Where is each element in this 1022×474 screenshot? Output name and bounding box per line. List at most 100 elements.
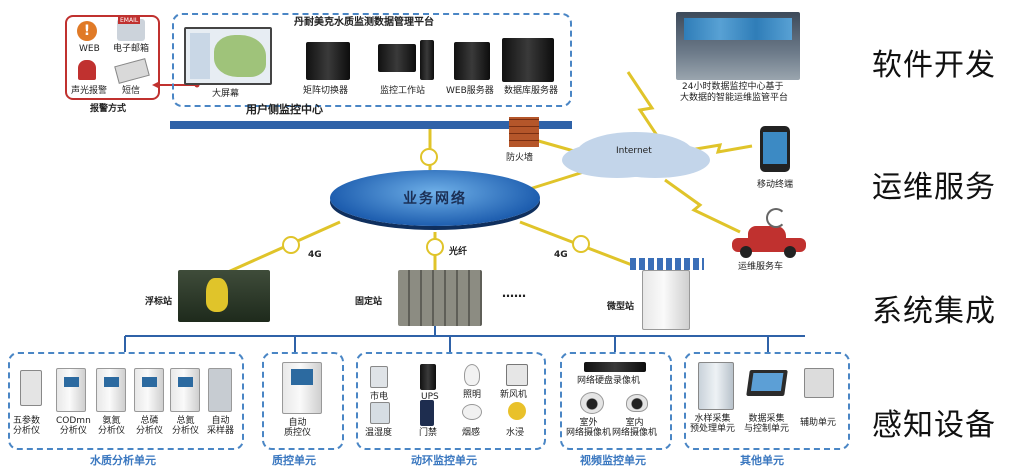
other-item-2: 辅助单元 xyxy=(800,418,837,428)
web-icon: ! xyxy=(77,21,97,41)
access-control-icon xyxy=(420,400,434,426)
user-center-bus xyxy=(170,121,572,129)
alarm-box xyxy=(65,15,160,100)
env-item-0: 市电 xyxy=(370,392,389,402)
service-car-icon xyxy=(732,226,806,258)
video-item-1: 室外 网络摄像机 xyxy=(566,418,612,438)
data-center-line1: 24小时数据监控中心基于 xyxy=(682,82,784,92)
firewall-label: 防火墙 xyxy=(506,153,534,163)
layer-label-sensing: 感知设备 xyxy=(872,408,996,443)
platform-device-label-3: WEB服务器 xyxy=(446,86,494,96)
data-acquisition-panel-icon xyxy=(746,370,788,396)
other-unit-title: 其他单元 xyxy=(740,454,784,467)
alarm-item-label-3: 短信 xyxy=(122,86,141,96)
env-item-7: 水浸 xyxy=(506,428,525,438)
auto-qc-instrument-icon xyxy=(282,362,322,414)
env-item-1: UPS xyxy=(421,392,439,402)
siren-icon xyxy=(78,60,96,80)
qc-item-0: 自动 质控仪 xyxy=(284,418,312,438)
smoke-detector-icon xyxy=(462,404,482,420)
user-center-label: 用户侧监控中心 xyxy=(246,103,323,116)
platform-device-label-2: 监控工作站 xyxy=(380,86,426,96)
link-label-right: 4G xyxy=(554,250,568,260)
outdoor-camera-icon xyxy=(580,392,604,414)
water-item-1: CODmn 分析仪 xyxy=(56,416,91,436)
other-unit-box xyxy=(684,352,850,450)
temp-humidity-sensor-icon xyxy=(370,402,390,424)
internet-label: Internet xyxy=(616,146,652,156)
link-icon-mid xyxy=(426,238,444,256)
station-label-buoy: 浮标站 xyxy=(145,297,173,307)
platform-title: 丹耐美克水质监测数据管理平台 xyxy=(294,17,434,28)
alarm-title: 报警方式 xyxy=(90,104,127,114)
env-unit-box xyxy=(356,352,546,450)
layer-label-operations: 运维服务 xyxy=(872,170,996,205)
env-item-6: 烟感 xyxy=(462,428,481,438)
video-unit-title: 视频监控单元 xyxy=(580,454,646,467)
auto-sampler-icon xyxy=(208,368,232,412)
mobile-phone-icon xyxy=(760,126,790,172)
satellite-dish-icon xyxy=(766,208,786,228)
alarm-item-label-0: WEB xyxy=(79,44,100,54)
workstation-monitor-icon xyxy=(378,44,416,72)
platform-box: 丹耐美克水质监测数据管理平台 xyxy=(172,13,572,107)
nvr-icon xyxy=(584,362,646,372)
alarm-item-label-1: 电子邮箱 xyxy=(113,44,150,54)
platform-device-label-0: 大屏幕 xyxy=(212,89,240,99)
alarm-item-label-2: 声光报警 xyxy=(71,86,108,96)
fixed-station-image xyxy=(398,270,482,326)
db-server-icon xyxy=(502,38,554,82)
station-label-micro: 微型站 xyxy=(607,302,635,312)
station-label-fixed: 固定站 xyxy=(355,297,383,307)
env-item-4: 温湿度 xyxy=(365,428,393,438)
network-label: 业务网络 xyxy=(403,191,467,207)
video-item-2: 室内 网络摄像机 xyxy=(612,418,658,438)
lightning-car xyxy=(664,178,741,234)
other-item-0: 水样采集 预处理单元 xyxy=(690,414,736,434)
total-nitrogen-analyzer-icon xyxy=(170,368,200,412)
lightning-mobile xyxy=(689,143,753,154)
water-item-5: 自动 采样器 xyxy=(207,416,235,436)
workstation-tower-icon xyxy=(420,40,434,80)
link-label-left: 4G xyxy=(308,250,322,260)
lightning-datacenter xyxy=(626,71,662,141)
fresh-air-fan-icon xyxy=(506,364,528,386)
total-phosphorus-analyzer-icon xyxy=(134,368,164,412)
water-unit-title: 水质分析单元 xyxy=(90,454,156,467)
lighting-bulb-icon xyxy=(464,364,480,386)
five-param-analyzer-icon xyxy=(20,370,42,406)
ammonia-analyzer-icon xyxy=(96,368,126,412)
firewall-icon xyxy=(509,117,539,147)
env-item-2: 照明 xyxy=(463,390,482,400)
ups-icon xyxy=(420,364,436,390)
data-center-image xyxy=(676,12,800,80)
link-icon-right xyxy=(572,235,590,253)
water-item-2: 氨氮 分析仪 xyxy=(98,416,126,436)
big-screen-icon xyxy=(184,27,272,85)
micro-station-awning xyxy=(630,258,704,270)
video-item-0: 网络硬盘录像机 xyxy=(577,376,641,386)
qc-unit-box xyxy=(262,352,344,450)
email-icon xyxy=(117,19,145,41)
auxiliary-unit-icon xyxy=(804,368,834,398)
link-icon-left xyxy=(282,236,300,254)
qc-unit-title: 质控单元 xyxy=(272,454,316,467)
indoor-camera-icon xyxy=(626,394,648,412)
station-dots: …… xyxy=(502,286,526,300)
layer-label-integration: 系统集成 xyxy=(872,294,996,329)
platform-device-label-1: 矩阵切换器 xyxy=(303,86,349,96)
matrix-switcher-icon xyxy=(306,42,350,80)
water-item-0: 五参数 分析仪 xyxy=(13,416,41,436)
codmn-analyzer-icon xyxy=(56,368,86,412)
link-label-mid: 光纤 xyxy=(449,247,468,257)
link-icon-top xyxy=(420,148,438,166)
water-sampling-unit-icon xyxy=(698,362,734,410)
business-network-disc: 业务网络 xyxy=(330,170,540,226)
other-item-1: 数据采集 与控制单元 xyxy=(744,414,790,434)
water-leak-sensor-icon xyxy=(508,402,526,420)
env-item-3: 新风机 xyxy=(500,390,528,400)
micro-station-cabinet xyxy=(642,270,690,330)
mains-power-icon xyxy=(370,366,388,388)
env-item-5: 门禁 xyxy=(419,428,438,438)
